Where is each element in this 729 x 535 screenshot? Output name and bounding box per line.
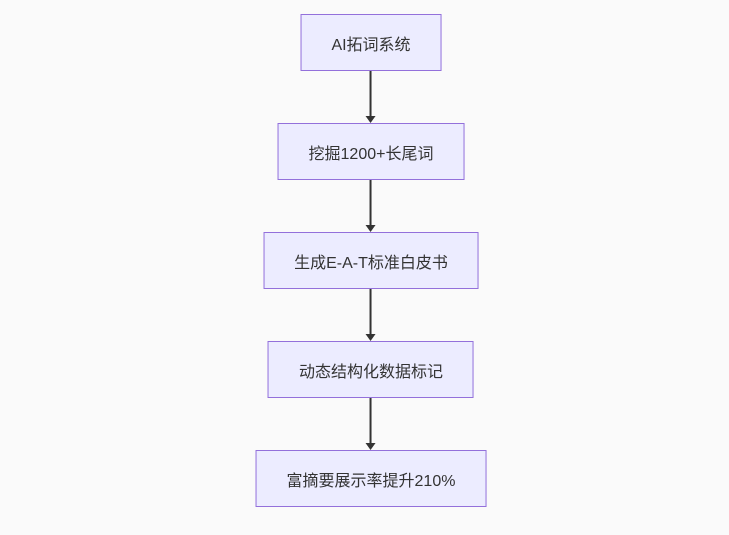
flow-node-label: 富摘要展示率提升210%	[286, 472, 456, 490]
arrow-down-icon	[366, 225, 376, 232]
edge-line	[370, 289, 372, 334]
flow-node-label: 动态结构化数据标记	[298, 363, 443, 381]
flow-node-4: 动态结构化数据标记	[267, 341, 474, 398]
flow-node-3: 生成E-A-T标准白皮书	[263, 232, 479, 289]
arrow-down-icon	[366, 334, 376, 341]
flow-node-5: 富摘要展示率提升210%	[255, 450, 487, 507]
flowchart: AI拓词系统 挖掘1200+长尾词 生成E-A-T标准白皮书 动态结构化数据标记	[255, 14, 487, 507]
arrow-down-icon	[366, 116, 376, 123]
flow-edge-2	[366, 180, 376, 232]
flow-edge-3	[366, 289, 376, 341]
edge-line	[370, 398, 372, 443]
flow-node-1: AI拓词系统	[300, 14, 442, 71]
flow-edge-4	[366, 398, 376, 450]
flow-edge-1	[366, 71, 376, 123]
flow-node-label: 生成E-A-T标准白皮书	[294, 254, 448, 272]
flow-node-label: AI拓词系统	[331, 36, 411, 54]
edge-line	[370, 180, 372, 225]
flow-node-2: 挖掘1200+长尾词	[277, 123, 465, 180]
arrow-down-icon	[366, 443, 376, 450]
flow-node-label: 挖掘1200+长尾词	[308, 145, 434, 163]
edge-line	[370, 71, 372, 116]
